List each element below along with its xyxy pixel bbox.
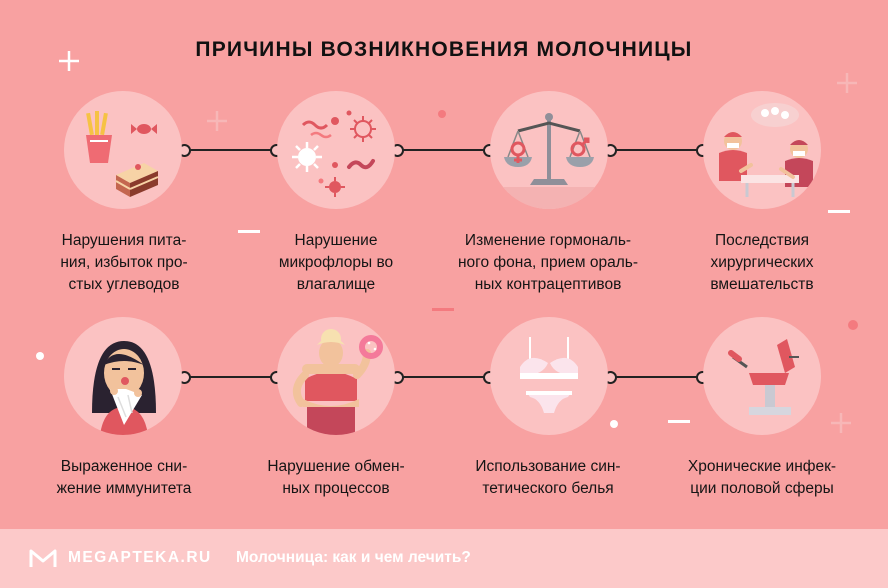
plus-decoration-icon bbox=[59, 51, 79, 71]
footer-bar: MEGAPTEKA.RU Молочница: как и чем лечить… bbox=[0, 529, 888, 588]
connector-line bbox=[397, 149, 489, 151]
connector-line bbox=[397, 376, 489, 378]
connector-line bbox=[610, 376, 702, 378]
cause-circle-immunity bbox=[64, 317, 182, 435]
cause-label: Изменение гормональ- ного фона, прием ор… bbox=[458, 232, 638, 293]
plus-decoration-icon bbox=[207, 111, 227, 131]
cause-circle-surgery bbox=[703, 91, 821, 209]
lingerie-icon bbox=[520, 337, 578, 413]
cause-label: Нарушение микрофлоры во влагалище bbox=[278, 232, 394, 293]
cause-label: Нарушения пита- ния, избыток про- стых у… bbox=[60, 232, 188, 293]
brand-link[interactable]: MEGAPTEKA.RU bbox=[68, 549, 212, 566]
cause-circle-hormones bbox=[490, 91, 608, 209]
cause-label: Использование син- тетического белья bbox=[475, 458, 621, 497]
dash-decoration bbox=[828, 210, 850, 213]
cause-circle-infections bbox=[703, 317, 821, 435]
woman-donut-icon bbox=[292, 329, 383, 435]
cause-circle-microflora bbox=[277, 91, 395, 209]
dot-decoration bbox=[438, 110, 446, 118]
food-icon bbox=[86, 111, 159, 197]
connector-line bbox=[184, 149, 276, 151]
dot-decoration bbox=[848, 320, 858, 330]
microbes-icon bbox=[292, 110, 376, 197]
connector-line bbox=[184, 376, 276, 378]
cause-label: Нарушение обмен- ных процессов bbox=[267, 458, 405, 497]
megapteka-logo-icon bbox=[29, 549, 57, 567]
cause-label: Выраженное сни- жение иммунитета bbox=[56, 458, 192, 497]
cause-label: Хронические инфек- ции половой сферы bbox=[687, 458, 837, 497]
scales-gender-icon bbox=[490, 113, 608, 209]
cause-circle-lingerie bbox=[490, 317, 608, 435]
dash-decoration bbox=[238, 230, 260, 233]
gyno-chair-icon bbox=[728, 339, 799, 415]
cause-circle-metabolism bbox=[277, 317, 395, 435]
footer-article-title: Молочница: как и чем лечить? bbox=[236, 549, 471, 566]
cause-circle-nutrition bbox=[64, 91, 182, 209]
dash-decoration bbox=[668, 420, 690, 423]
dot-decoration bbox=[36, 352, 44, 360]
plus-decoration-icon bbox=[837, 73, 857, 93]
page-title: ПРИЧИНЫ ВОЗНИКНОВЕНИЯ МОЛОЧНИЦЫ bbox=[195, 38, 693, 61]
surgeons-icon bbox=[719, 103, 813, 197]
dash-decoration bbox=[432, 308, 454, 311]
connector-line bbox=[610, 149, 702, 151]
plus-decoration-icon bbox=[831, 413, 851, 433]
sick-woman-icon bbox=[92, 341, 156, 435]
cause-label: Последствия хирургических вмешательств bbox=[710, 232, 814, 293]
dot-decoration bbox=[610, 420, 618, 428]
